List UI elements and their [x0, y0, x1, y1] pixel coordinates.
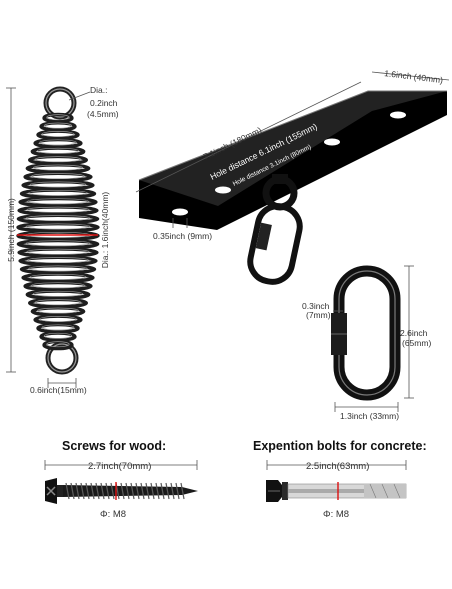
- spring-coil-highlight: [44, 122, 72, 129]
- spring-coil-highlight: [39, 316, 77, 322]
- screw-thread: [135, 482, 140, 500]
- screw-thread: [170, 482, 175, 500]
- screw-thread: [150, 482, 155, 500]
- spring-coil-highlight: [31, 173, 85, 180]
- screw-thread: [100, 482, 105, 500]
- screw-thread: [160, 482, 165, 500]
- spring-coil-highlight: [33, 164, 83, 171]
- spring-coil-highlight: [37, 307, 79, 314]
- spring-coil-highlight: [26, 248, 90, 255]
- screw-thread: [145, 482, 150, 500]
- carabiner-wire-mm: (7mm): [306, 310, 331, 320]
- screw-thread: [90, 482, 95, 500]
- plate-hole: [390, 111, 406, 119]
- spring-wire-dia-title: Dia.:: [90, 85, 107, 95]
- bolts-title: Expention bolts for concrete:: [253, 439, 427, 453]
- spring-coil-highlight: [27, 257, 89, 264]
- spring-coil-highlight: [46, 114, 70, 121]
- carabiner-wire-inch: 0.3inch: [302, 301, 330, 311]
- screws-title: Screws for wood:: [62, 439, 166, 453]
- plate-hole: [172, 208, 188, 216]
- spring-coil-highlight: [26, 206, 90, 213]
- spring-coil-highlight: [35, 156, 81, 163]
- spring-coil-highlight: [25, 223, 91, 230]
- screw-thread: [120, 482, 125, 500]
- carabiner-width-label: 1.3inch (33mm): [340, 411, 399, 421]
- screw-thread-label: Φ: M8: [100, 509, 126, 520]
- spring-coil-highlight: [39, 139, 77, 146]
- screw-thread: [180, 482, 185, 500]
- screw-length-label: 2.7inch(70mm): [88, 461, 151, 472]
- screw-thread: [140, 482, 145, 500]
- carabiner-illustration: [331, 265, 401, 401]
- spring-body-dia-label: Dia.: 1.6inch(40mm): [100, 192, 110, 269]
- spring-wire-dia-mm: (4.5mm): [87, 109, 119, 119]
- spring-coil-highlight: [41, 324, 75, 331]
- plate-hole: [324, 138, 340, 146]
- spring-coil-highlight: [29, 273, 87, 280]
- screw-thread: [80, 482, 85, 500]
- screw-thread: [85, 482, 90, 500]
- spring-dimensions: Dia.: 0.2inch (4.5mm) 5.9inch (150mm) Di…: [6, 85, 119, 395]
- screw-thread: [95, 482, 100, 500]
- spring-coil-highlight: [44, 332, 72, 339]
- spring-coil-highlight: [25, 215, 91, 222]
- screw-thread: [130, 482, 135, 500]
- screw-thread: [155, 482, 160, 500]
- wood-screw-illustration: [45, 478, 198, 504]
- carabiner-dimensions: 0.3inch (7mm) 2.6inch (65mm) 1.3inch (33…: [302, 265, 431, 421]
- bolt-length-label: 2.5inch(63mm): [306, 461, 369, 472]
- plate-hole-dia-label: 0.35inch (9mm): [153, 231, 212, 241]
- spring-wire-dia-inch: 0.2inch: [90, 98, 118, 108]
- plate-hole: [215, 186, 231, 194]
- spring-illustration: [16, 86, 100, 375]
- screw-thread: [165, 482, 170, 500]
- spring-coil-highlight: [25, 240, 91, 247]
- screw-thread: [175, 482, 180, 500]
- screw-thread: [70, 482, 75, 500]
- screw-thread: [125, 482, 130, 500]
- carabiner-height-mm: (65mm): [402, 338, 431, 348]
- carabiner-height-inch: 2.6inch: [400, 328, 428, 338]
- screw-threads: [65, 482, 185, 500]
- screw-dimensions: 2.7inch(70mm) Φ: M8: [44, 460, 198, 520]
- spring-coil-highlight: [46, 341, 70, 348]
- plate-carabiner-illustration: [247, 203, 303, 285]
- spring-coil-highlight: [37, 147, 79, 154]
- spring-coil-highlight: [41, 131, 75, 137]
- spring-coil-highlight: [33, 290, 83, 297]
- screw-thread: [110, 482, 115, 500]
- expansion-bolt-illustration: [266, 480, 407, 502]
- spring-coils: [16, 112, 100, 351]
- spring-coil-highlight: [29, 181, 87, 188]
- spring-coil-highlight: [28, 265, 88, 272]
- screw-thread: [105, 482, 110, 500]
- spring-coil-highlight: [35, 299, 81, 306]
- plate-width-label: 1.6inch (40mm): [384, 68, 444, 85]
- spring-eye-width-label: 0.6inch(15mm): [30, 385, 87, 395]
- bolt-thread-label: Φ: M8: [323, 509, 349, 520]
- screw-thread: [75, 482, 80, 500]
- spring-coil-highlight: [28, 189, 88, 196]
- spring-coil-highlight: [31, 282, 85, 289]
- screw-thread: [65, 482, 70, 500]
- bolt-dimensions: 2.5inch(63mm) Φ: M8: [266, 460, 407, 520]
- spring-length-label: 5.9inch (150mm): [6, 198, 16, 262]
- spring-coil-highlight: [27, 198, 89, 205]
